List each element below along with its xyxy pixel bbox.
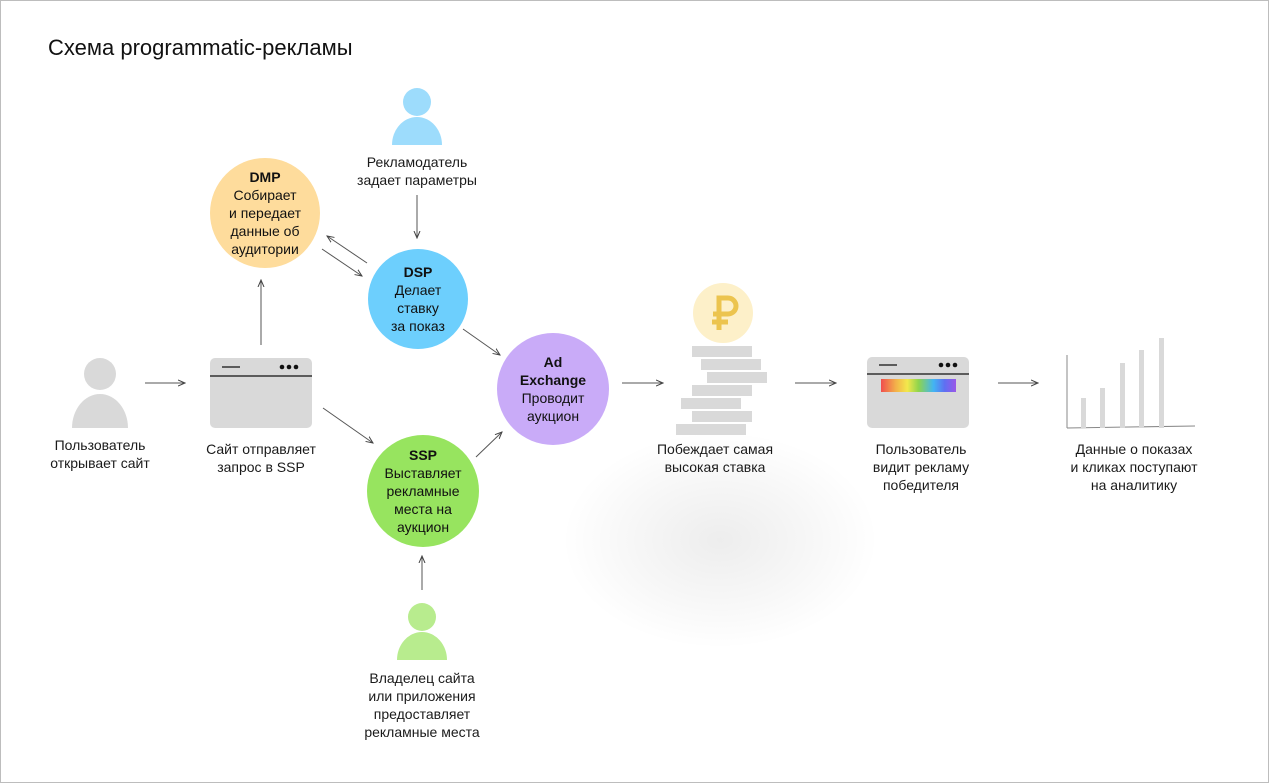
dsp-text: за показ [391, 318, 445, 334]
label-line: открывает сайт [50, 455, 150, 471]
ad-exchange-node: Ad Exchange Проводит аукцион [497, 333, 609, 445]
ad-exchange-text: Проводит [521, 390, 585, 406]
label-line: видит рекламу [872, 459, 970, 475]
dmp-title: DMP [249, 169, 281, 185]
label-line: Рекламодатель [366, 154, 468, 170]
dsp-text: ставку [397, 300, 439, 316]
user-sees-ad-label: Пользователь видит рекламу победителя [873, 440, 969, 494]
flow-arrows [145, 195, 1038, 590]
site-owner-person-icon [397, 603, 447, 660]
analytics-chart-icon [1066, 338, 1196, 429]
ssp-node: SSP Выставляет рекламные места на аукцио… [367, 435, 479, 547]
label-line: Владелец сайта [369, 670, 475, 686]
dmp-text: и передает [228, 205, 302, 221]
site-owner-label: Владелец сайта или приложения предоставл… [364, 669, 479, 741]
ruble-coin-icon [693, 283, 753, 343]
ad-exchange-title: Exchange [519, 372, 587, 388]
analytics-label: Данные о показах и кликах поступают на а… [1071, 440, 1198, 494]
dsp-title: DSP [403, 264, 433, 280]
label-line: или приложения [368, 688, 476, 704]
user-person-icon [72, 358, 128, 428]
label-line: рекламные места [364, 724, 480, 740]
dmp-text: аудитории [231, 241, 299, 257]
ssp-text: аукцион [396, 519, 450, 535]
user-label: Пользователь открывает сайт [50, 436, 150, 472]
dmp-node: DMP Собирает и передает данные об аудито… [210, 158, 320, 268]
label-line: Пользователь [875, 441, 967, 457]
label-line: задает параметры [357, 172, 477, 188]
ssp-text: Выставляет [384, 465, 462, 481]
ssp-text: рекламные [386, 483, 460, 499]
dsp-text: Делает [394, 282, 442, 298]
ad-browser-icon [867, 357, 969, 428]
label-line: и кликах поступают [1070, 459, 1198, 475]
site-browser-icon [210, 358, 312, 428]
dmp-text: Собирает [233, 187, 297, 203]
soft-shadow [560, 430, 880, 650]
label-line: Данные о показах [1075, 441, 1193, 457]
ad-exchange-text: аукцион [526, 408, 580, 424]
label-line: Побеждает самая [656, 441, 774, 457]
label-line: на аналитику [1090, 477, 1178, 493]
advertiser-label: Рекламодатель задает параметры [357, 153, 477, 189]
ad-exchange-title: Ad [543, 354, 563, 370]
ssp-text: места на [394, 501, 452, 517]
rainbow-ad-banner [881, 379, 956, 392]
page-title: Схема programmatic-рекламы [48, 35, 353, 60]
dsp-node: DSP Делает ставку за показ [368, 249, 468, 349]
dmp-text: данные об [230, 223, 300, 239]
label-line: высокая ставка [664, 459, 766, 475]
label-line: запрос в SSP [217, 459, 305, 475]
ssp-title: SSP [408, 447, 437, 463]
label-line: предоставляет [373, 706, 471, 722]
site-label: Сайт отправляет запрос в SSP [206, 440, 316, 476]
label-line: Пользователь [54, 437, 146, 453]
advertiser-person-icon [392, 88, 442, 145]
winner-bid-label: Побеждает самая высокая ставка [657, 440, 773, 476]
label-line: победителя [882, 477, 960, 493]
coin-stack-icon [676, 346, 767, 435]
label-line: Сайт отправляет [206, 441, 316, 457]
